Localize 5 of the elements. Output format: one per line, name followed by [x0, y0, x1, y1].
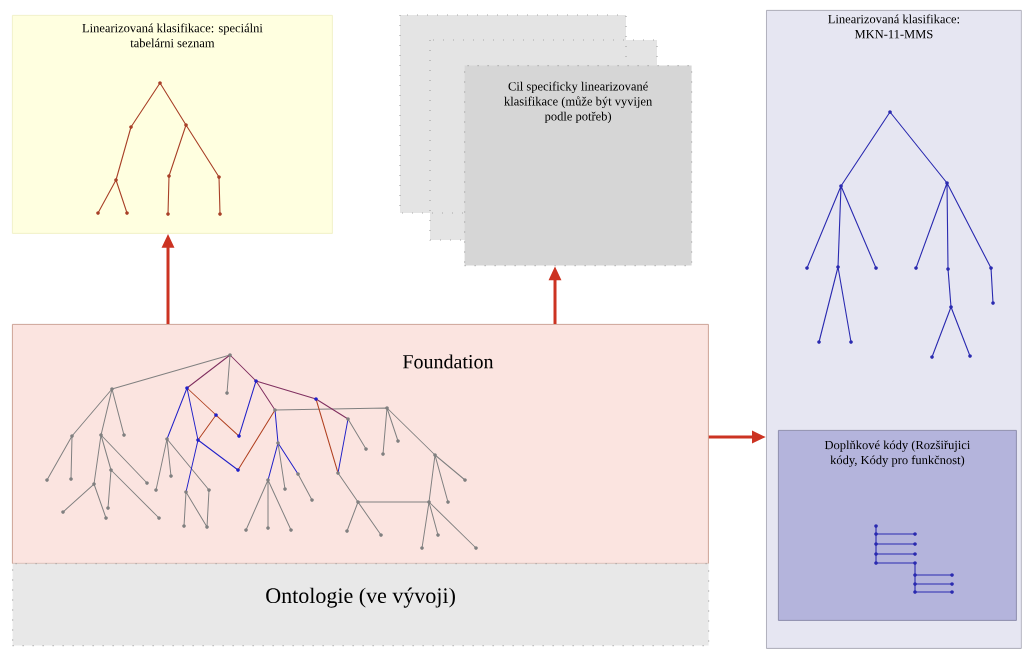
classification-sheet: Cil specificky linearizované klasifikace (může být vyvijen podle potřeb)	[464, 65, 693, 267]
classification-box: Linearizovaná klasifikace: speciálni tabelárni seznam	[12, 15, 333, 234]
foundation-box: Foundation	[12, 324, 709, 564]
code-box: Doplňkové kódy (Rozšiřujici kódy, Kódy pro funkčnost)	[778, 430, 1017, 621]
ontology-band: Ontologie (ve vývoji)	[12, 563, 710, 647]
